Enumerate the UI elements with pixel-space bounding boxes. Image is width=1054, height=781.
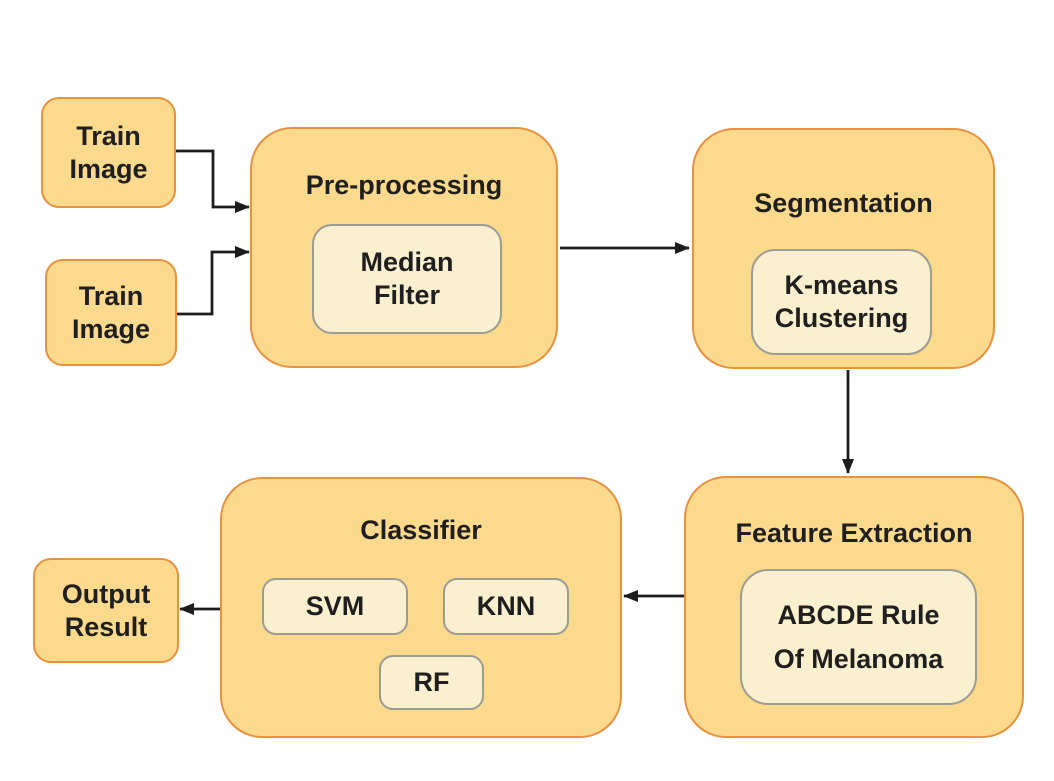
classifier-title: Classifier [360, 515, 482, 545]
node-preprocessing: Pre-processing Median Filter [250, 127, 558, 368]
knn-label: KNN [476, 591, 536, 621]
node-classifier: Classifier SVM KNN RF [220, 477, 622, 738]
node-kmeans-clustering: K-means Clustering [751, 249, 932, 355]
train-image-1-label: Train Image [69, 120, 148, 184]
train-image-2-label: Train Image [71, 280, 151, 344]
feature-extraction-title: Feature Extraction [735, 518, 973, 548]
svm-label: SVM [305, 591, 365, 621]
node-segmentation: Segmentation K-means Clustering [692, 128, 995, 369]
arrow-train-image-2-to-preprocessing [177, 246, 250, 316]
node-feature-extraction: Feature Extraction ABCDE Rule Of Melanom… [684, 476, 1024, 738]
output-result-label: Output Result [61, 578, 151, 642]
abcde-rule-label: ABCDE Rule Of Melanoma [773, 600, 944, 674]
kmeans-clustering-label: K-means Clustering [774, 270, 909, 333]
node-train-image-2: Train Image [45, 259, 177, 366]
node-knn: KNN [443, 578, 569, 635]
node-output-result: Output Result [33, 558, 179, 663]
segmentation-title: Segmentation [754, 188, 933, 218]
preprocessing-title: Pre-processing [305, 170, 503, 200]
median-filter-label: Median Filter [360, 247, 454, 310]
node-abcde-rule: ABCDE Rule Of Melanoma [740, 569, 977, 705]
node-svm: SVM [262, 578, 408, 635]
node-train-image-1: Train Image [41, 97, 176, 208]
node-median-filter: Median Filter [312, 224, 502, 334]
rf-label: RF [413, 667, 450, 697]
node-rf: RF [379, 655, 484, 710]
arrow-train-image-1-to-preprocessing [176, 149, 250, 213]
